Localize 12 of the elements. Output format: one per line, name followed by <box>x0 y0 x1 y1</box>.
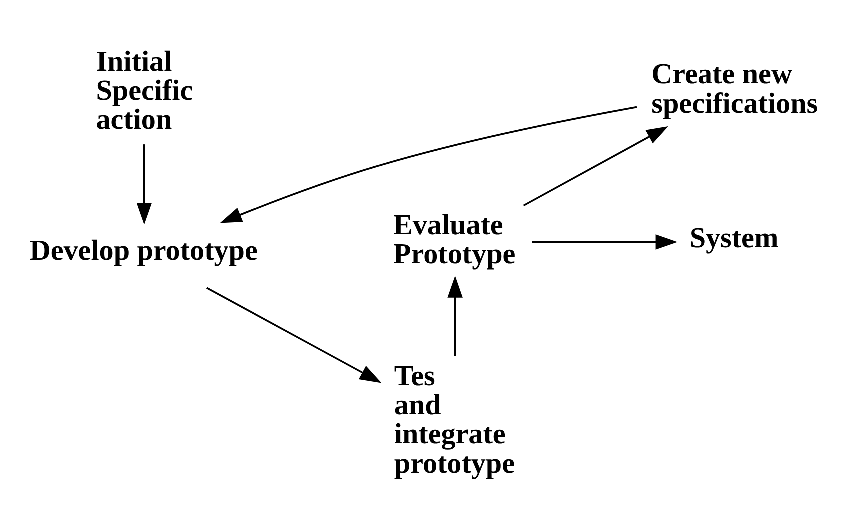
node-text: Evaluate Prototype <box>394 209 516 270</box>
arrow <box>532 234 678 250</box>
node-text: Develop prototype <box>30 234 258 267</box>
arrow <box>220 106 638 223</box>
node-text: System <box>690 222 779 254</box>
node-text: Tes and integrate prototype <box>394 360 516 480</box>
arrow <box>448 276 463 356</box>
arrow <box>523 126 668 206</box>
arrow <box>136 144 152 224</box>
node-text: Initial Specific action <box>96 46 194 136</box>
node-text: Create new specifications <box>652 58 818 120</box>
arrow <box>206 286 382 383</box>
